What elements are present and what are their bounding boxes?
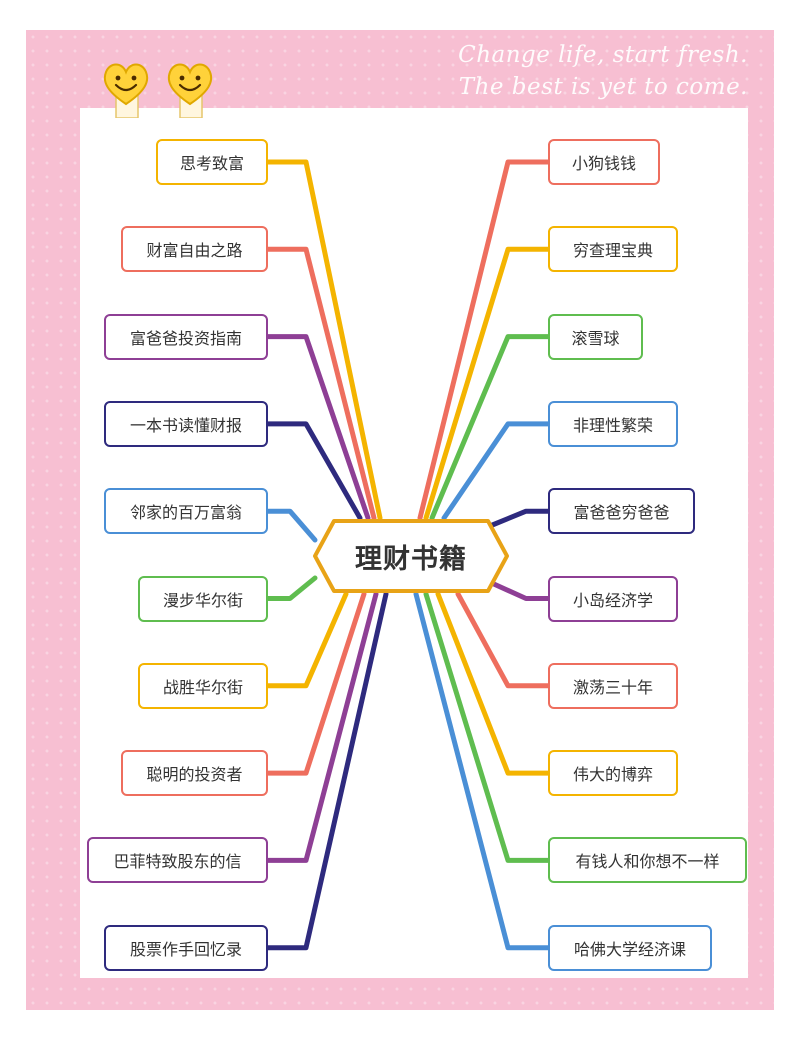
book-node-right: 有钱人和你想不一样 xyxy=(548,837,747,884)
book-node-left: 财富自由之路 xyxy=(121,226,268,273)
header-tagline-line1: Change life, start fresh. xyxy=(458,42,748,68)
branch-line-left xyxy=(265,159,383,521)
book-node-left: 战胜华尔街 xyxy=(138,662,268,709)
central-topic: 理财书籍 xyxy=(312,518,510,594)
branch-line-right xyxy=(413,591,551,951)
book-node-right: 滚雪球 xyxy=(548,313,643,360)
branch-line-left xyxy=(265,575,318,601)
book-node-left: 思考致富 xyxy=(156,139,268,185)
branch-line-right xyxy=(482,577,551,601)
book-node-right: 穷查理宝典 xyxy=(548,226,678,273)
branch-line-left xyxy=(265,334,371,521)
branch-line-right xyxy=(423,591,551,863)
book-node-right: 富爸爸穷爸爸 xyxy=(548,488,695,535)
book-node-right: 小岛经济学 xyxy=(548,575,678,622)
branch-line-right xyxy=(482,508,551,531)
branch-line-left xyxy=(265,591,349,689)
branch-line-right xyxy=(441,421,551,521)
book-node-left: 巴菲特致股东的信 xyxy=(87,837,268,884)
branch-line-right xyxy=(417,159,551,521)
header-tagline-line2: The best is yet to come. xyxy=(458,74,748,100)
book-node-left: 聪明的投资者 xyxy=(121,750,268,797)
book-node-right: 非理性繁荣 xyxy=(548,400,678,447)
book-node-right: 伟大的博弈 xyxy=(548,750,678,797)
book-node-left: 一本书读懂财报 xyxy=(104,400,268,447)
branch-line-left xyxy=(265,591,379,863)
branch-line-right xyxy=(455,591,551,689)
branch-line-right xyxy=(423,246,551,521)
central-topic-label: 理财书籍 xyxy=(355,543,467,575)
branch-line-right xyxy=(435,591,551,776)
book-node-right: 小狗钱钱 xyxy=(548,139,660,185)
book-node-left: 漫步华尔街 xyxy=(138,575,268,622)
branch-line-left xyxy=(265,421,363,521)
branch-line-left xyxy=(265,508,318,543)
branch-line-left xyxy=(265,246,377,521)
branch-line-right xyxy=(429,334,551,521)
book-node-left: 股票作手回忆录 xyxy=(104,924,268,971)
book-node-right: 哈佛大学经济课 xyxy=(548,924,712,971)
book-node-left: 邻家的百万富翁 xyxy=(104,488,268,535)
heart-smiley-icon xyxy=(103,63,149,118)
book-node-left: 富爸爸投资指南 xyxy=(104,313,268,360)
branch-line-left xyxy=(265,591,367,776)
heart-smiley-icon xyxy=(167,63,213,118)
central-topic-shape xyxy=(313,519,509,593)
book-node-right: 激荡三十年 xyxy=(548,662,678,709)
branch-line-left xyxy=(265,591,389,951)
